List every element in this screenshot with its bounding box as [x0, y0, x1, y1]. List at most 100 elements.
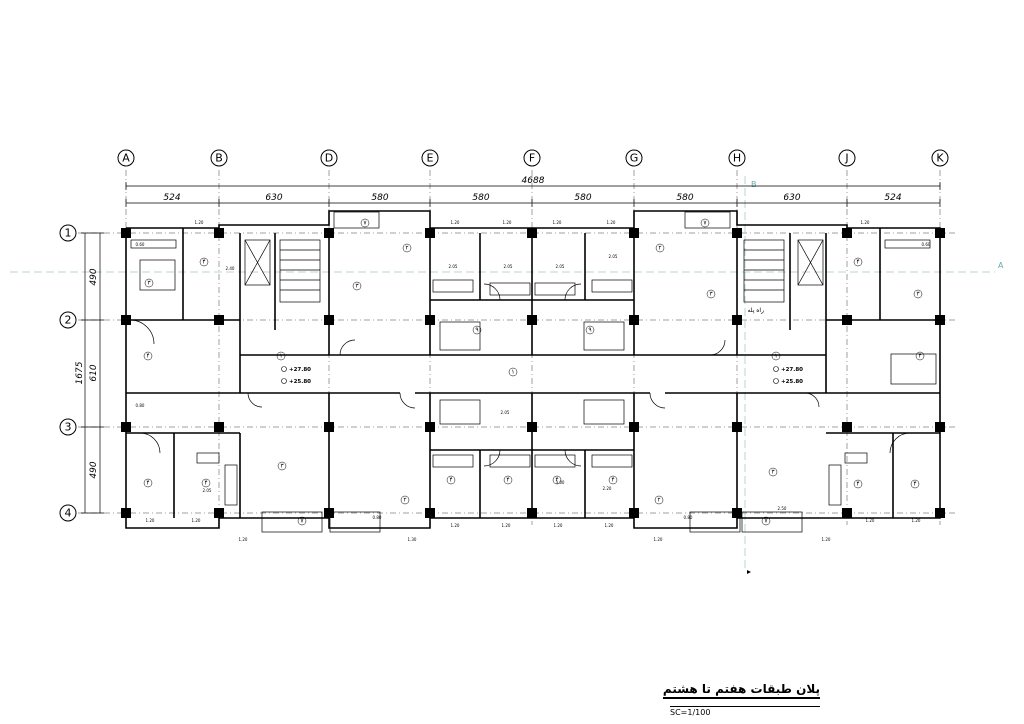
svg-text:2.05: 2.05	[203, 488, 212, 493]
svg-text:1.20: 1.20	[912, 518, 921, 523]
row-grid-lines	[78, 232, 955, 514]
svg-text:D: D	[325, 152, 333, 165]
svg-text:۴: ۴	[918, 353, 921, 360]
svg-text:۷: ۷	[300, 518, 304, 525]
svg-text:۳: ۳	[147, 280, 151, 287]
svg-text:2.05: 2.05	[609, 254, 618, 259]
level-markers: +27.80 +25.80 +27.80 +25.80	[281, 366, 803, 385]
dim-row-2-3-total: 1675	[75, 361, 85, 384]
svg-text:1.20: 1.20	[822, 537, 831, 542]
bay-dim-hj: 630	[783, 193, 800, 203]
svg-text:۲: ۲	[658, 245, 661, 252]
svg-text:J: J	[844, 152, 848, 165]
svg-text:F: F	[529, 152, 535, 165]
svg-text:1.20: 1.20	[654, 537, 663, 542]
svg-text:۴: ۴	[146, 480, 149, 487]
bay-dim-jk: 524	[884, 193, 901, 203]
svg-text:۲: ۲	[403, 497, 406, 504]
svg-text:۳: ۳	[709, 291, 713, 298]
overall-dimension: 4688	[125, 176, 941, 190]
svg-text:2.20: 2.20	[603, 486, 612, 491]
bay-dim-ef: 580	[472, 193, 489, 203]
svg-text:۷: ۷	[363, 220, 367, 227]
dim-row-2-3: 610	[89, 364, 99, 381]
svg-text:۱: ۱	[511, 369, 514, 376]
title-underline	[670, 706, 820, 707]
svg-text:1.20: 1.20	[451, 220, 460, 225]
stair-label: راه پله	[748, 307, 765, 314]
svg-text:3: 3	[65, 421, 72, 434]
svg-text:۴: ۴	[204, 480, 207, 487]
svg-text:2.05: 2.05	[501, 410, 510, 415]
svg-text:۳: ۳	[280, 463, 284, 470]
axis-bubble-3: 3	[59, 418, 77, 436]
drawing-scale: SC=1/100	[670, 708, 711, 717]
svg-text:۷: ۷	[764, 518, 768, 525]
section-arrow	[747, 570, 751, 574]
svg-text:1.20: 1.20	[554, 523, 563, 528]
svg-text:۱: ۱	[774, 353, 777, 360]
level-right-upper: +27.80	[781, 367, 803, 373]
svg-text:A: A	[122, 152, 130, 165]
svg-text:1.20: 1.20	[239, 537, 248, 542]
column-axis-bubbles: A B D E F G H J K	[117, 149, 949, 167]
svg-text:۴: ۴	[555, 477, 558, 484]
svg-text:0.60: 0.60	[136, 242, 145, 247]
svg-text:۴: ۴	[202, 259, 205, 266]
level-left-upper: +27.80	[289, 367, 311, 373]
section-mark-a: A	[998, 261, 1004, 270]
svg-text:۴: ۴	[449, 477, 452, 484]
section-mark-b: B	[751, 180, 757, 189]
axis-bubble-k: K	[931, 149, 949, 167]
dim-row-1-2: 490	[89, 268, 99, 285]
svg-text:۹: ۹	[588, 327, 591, 334]
axis-bubble-2: 2	[59, 311, 77, 329]
svg-text:3.00: 3.00	[556, 480, 565, 485]
svg-text:۴: ۴	[913, 481, 916, 488]
svg-text:2.05: 2.05	[449, 264, 458, 269]
svg-text:K: K	[936, 152, 944, 165]
svg-text:۹: ۹	[475, 327, 478, 334]
svg-text:2.05: 2.05	[556, 264, 565, 269]
bay-dimensions: 524 630 580 580 580 580 630 524	[125, 193, 941, 207]
svg-text:۳: ۳	[916, 291, 920, 298]
dim-row-3-4: 490	[89, 461, 99, 478]
svg-text:۱: ۱	[279, 353, 282, 360]
level-left-lower: +25.80	[289, 379, 311, 385]
svg-text:1.20: 1.20	[195, 220, 204, 225]
svg-text:۲: ۲	[657, 497, 660, 504]
walls	[125, 210, 941, 529]
svg-text:1.20: 1.20	[503, 220, 512, 225]
svg-text:2: 2	[65, 314, 72, 327]
svg-text:E: E	[427, 152, 434, 165]
svg-text:1.20: 1.20	[192, 518, 201, 523]
bay-dim-ab: 524	[163, 193, 180, 203]
svg-text:0.80: 0.80	[136, 403, 145, 408]
svg-text:۲: ۲	[405, 245, 408, 252]
column-grid-lines	[125, 170, 941, 525]
svg-text:0.60: 0.60	[922, 242, 931, 247]
svg-text:1: 1	[65, 227, 72, 240]
svg-text:1.20: 1.20	[553, 220, 562, 225]
svg-text:1.30: 1.30	[408, 537, 417, 542]
axis-bubble-d: D	[320, 149, 338, 167]
svg-text:۴: ۴	[611, 477, 614, 484]
svg-text:1.20: 1.20	[146, 518, 155, 523]
bay-dim-bd: 630	[265, 193, 282, 203]
svg-text:۴: ۴	[146, 353, 149, 360]
axis-bubble-1: 1	[59, 224, 77, 242]
svg-text:۷: ۷	[703, 220, 707, 227]
svg-text:1.20: 1.20	[502, 523, 511, 528]
title-block: پلان طبقات هفتم تا هشتم SC=1/100	[662, 682, 820, 722]
left-dimensions: 490 1675 610 490	[75, 232, 104, 514]
svg-text:۳: ۳	[771, 469, 775, 476]
level-right-lower: +25.80	[781, 379, 803, 385]
svg-text:4688: 4688	[522, 176, 545, 186]
svg-text:۴: ۴	[856, 481, 859, 488]
structural-columns	[121, 228, 945, 518]
svg-text:B: B	[215, 152, 223, 165]
bay-dim-de: 580	[371, 193, 388, 203]
svg-text:0.80: 0.80	[373, 515, 382, 520]
svg-text:G: G	[630, 152, 639, 165]
